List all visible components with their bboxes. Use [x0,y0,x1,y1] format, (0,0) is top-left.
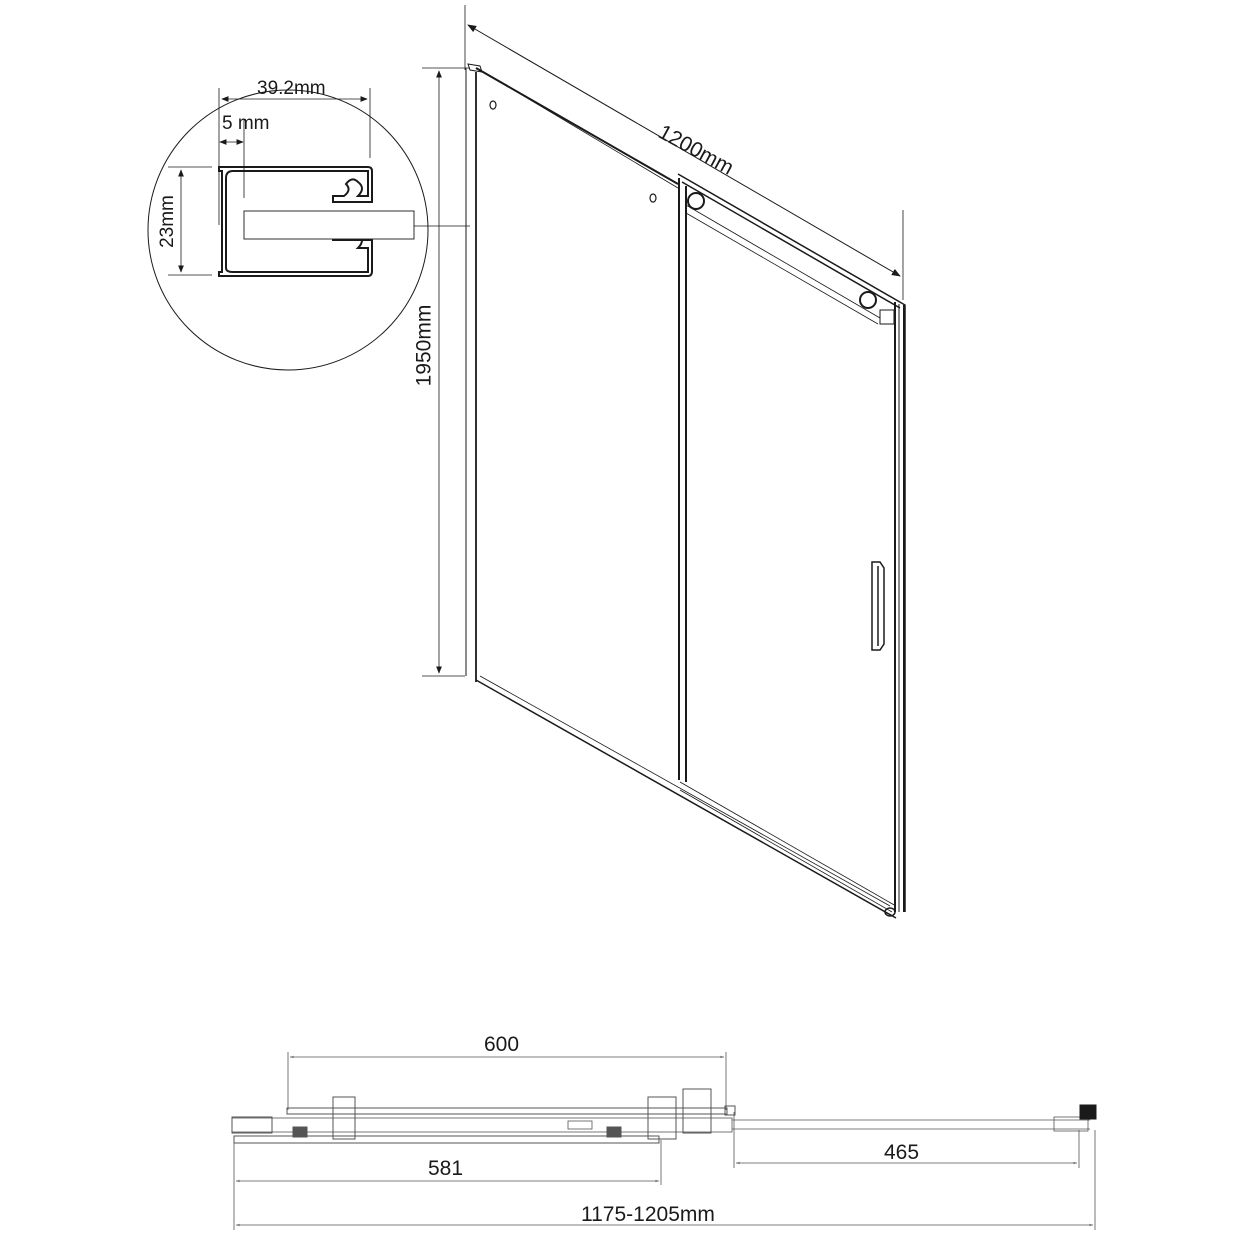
fixed-panel-label: 581 [428,1157,464,1180]
isometric-door [422,5,906,919]
top-span-label: 600 [484,1033,520,1056]
opening-label: 465 [884,1141,920,1164]
profile-height-label: 23mm [156,195,178,248]
plan-view [231,1052,1097,1230]
profile-detail [147,88,470,371]
profile-width-label: 39.2mm [257,78,326,99]
door-height-label: 1950mm [412,304,436,387]
profile-wall-label: 5 mm [222,113,270,134]
total-width-label: 1175-1205mm [581,1203,715,1226]
